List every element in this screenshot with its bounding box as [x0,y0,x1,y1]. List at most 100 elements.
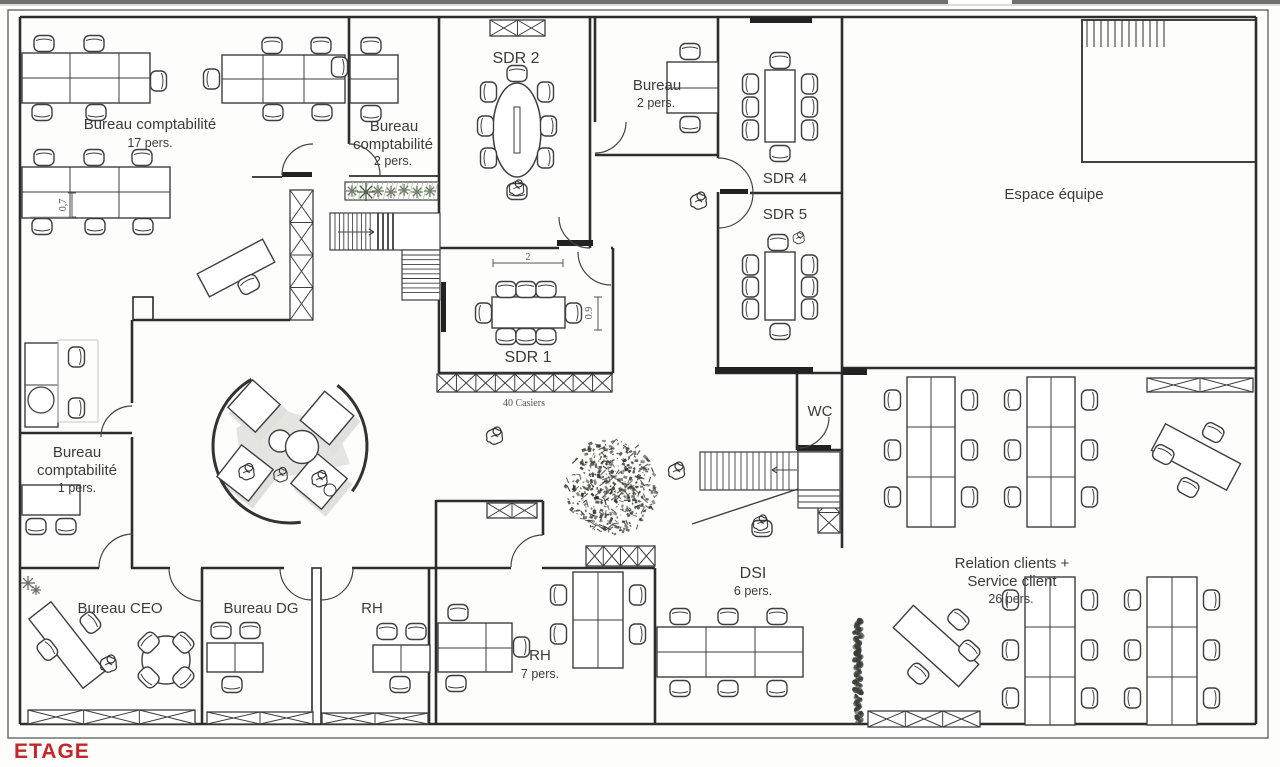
chair [536,81,555,103]
chair [330,56,349,78]
locker-strip [1146,377,1254,393]
chair [800,276,819,298]
door-arc [281,143,314,176]
chair [172,631,195,654]
chair [137,666,160,689]
label-compta1-line1: Bureau [53,444,101,461]
chair [1080,687,1099,709]
black-bars [282,17,867,450]
flower-icon [385,186,397,198]
chair [137,631,160,654]
label-compta2-line1: Bureau [370,118,418,135]
chair [447,603,469,622]
greenery [21,181,865,725]
chair [800,119,819,141]
chair [1003,389,1022,411]
chair [549,623,568,645]
chair [360,36,382,55]
wall-bar [441,282,446,332]
chair [515,327,537,346]
chair [1080,589,1099,611]
stairs-right [699,451,799,491]
chair [221,675,243,694]
oval-table [492,82,542,178]
door-arc [717,157,754,229]
flower-icon [357,183,375,201]
locker-strip [489,19,546,37]
person-icon [485,426,504,445]
chair [31,103,53,122]
door-arc [279,567,313,601]
label-casiers: 40 Casiers [503,398,545,409]
chair [360,104,382,123]
chair [31,217,53,236]
chair [669,607,691,626]
label-sdr5: SDR 5 [763,206,807,223]
door-arc [320,567,354,601]
chair [679,115,701,134]
doors [98,121,830,602]
chair [1001,589,1020,611]
chair [405,622,427,641]
scan-edge3 [0,4,1280,6]
chair [479,81,498,103]
label-bureau2-name: Bureau [633,77,681,94]
chair [1003,486,1022,508]
chair [506,182,528,201]
chair [33,148,55,167]
locker-strip [206,711,314,725]
scan-edge2 [1012,0,1280,4]
chair [769,144,791,163]
label-rh7-name: RH [529,647,551,664]
desk-bank [1026,376,1076,528]
person-icon [667,461,686,480]
wall-bar [715,367,813,373]
chair [132,217,154,236]
desk [215,443,275,503]
chair [210,621,232,640]
desk [1150,422,1242,492]
door-arc [594,121,627,154]
chair [767,233,789,252]
chair [202,68,221,90]
chair [512,636,531,658]
desk-bank [1146,576,1198,726]
chair [311,103,333,122]
desk [196,238,276,298]
chair [445,674,467,693]
chair [67,346,86,368]
desk [892,604,980,688]
dim-sdr1-depth: 0.9 [584,307,595,320]
desk-bank [24,342,59,428]
person-icon [792,231,805,245]
desk-bank [666,61,719,114]
chair [1176,477,1200,499]
desk-bank [906,376,956,528]
chair [741,119,760,141]
chair [960,439,979,461]
chair [1151,444,1175,466]
chair [741,96,760,118]
label-dg: Bureau DG [223,600,298,617]
label-espace-equipe: Espace équipe [1004,186,1103,203]
locker-strip [436,373,613,393]
desk-bank [21,166,171,219]
stairs [329,212,841,525]
walls [7,9,1269,739]
chair [960,486,979,508]
chair [33,34,55,53]
label-sdr1: SDR 1 [504,349,551,366]
chair [1123,687,1142,709]
flower-icon [31,585,41,595]
chair [1202,687,1221,709]
door-arc [168,567,203,602]
label-sdr4: SDR 4 [763,170,807,187]
scan-edge [0,0,948,4]
locker-strip [321,712,429,725]
lockers [27,19,1254,728]
chair [947,608,970,631]
label-dsi-name: DSI [740,565,767,582]
door-arc [98,533,134,569]
person-icon [311,469,328,488]
